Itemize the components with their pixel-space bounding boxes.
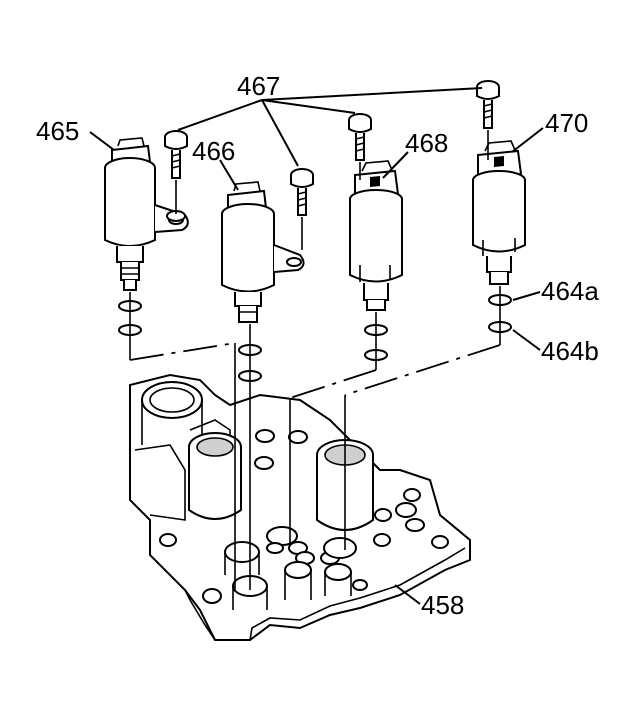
callout-458: 458 bbox=[421, 590, 464, 620]
assembly-lines bbox=[129, 130, 501, 590]
leader-lines bbox=[89, 87, 544, 605]
callout-466: 466 bbox=[192, 136, 235, 166]
bolt-a bbox=[164, 130, 188, 222]
o-rings bbox=[118, 294, 512, 382]
callout-465: 465 bbox=[36, 116, 79, 146]
callout-468: 468 bbox=[405, 128, 448, 158]
valve-body bbox=[129, 373, 471, 641]
solenoid-468 bbox=[349, 160, 403, 311]
callout-467: 467 bbox=[237, 71, 280, 101]
bolt-c bbox=[348, 113, 372, 161]
callout-labels: 465 466 467 468 470 464a 464b 458 bbox=[36, 71, 599, 620]
callout-470: 470 bbox=[545, 108, 588, 138]
callout-464a: 464a bbox=[541, 276, 599, 306]
solenoid-466 bbox=[221, 181, 305, 323]
callout-464b: 464b bbox=[541, 336, 599, 366]
bolts-467 bbox=[164, 80, 500, 222]
bolt-d bbox=[476, 80, 500, 129]
bolt-b bbox=[290, 168, 314, 216]
solenoid-470 bbox=[472, 140, 526, 285]
